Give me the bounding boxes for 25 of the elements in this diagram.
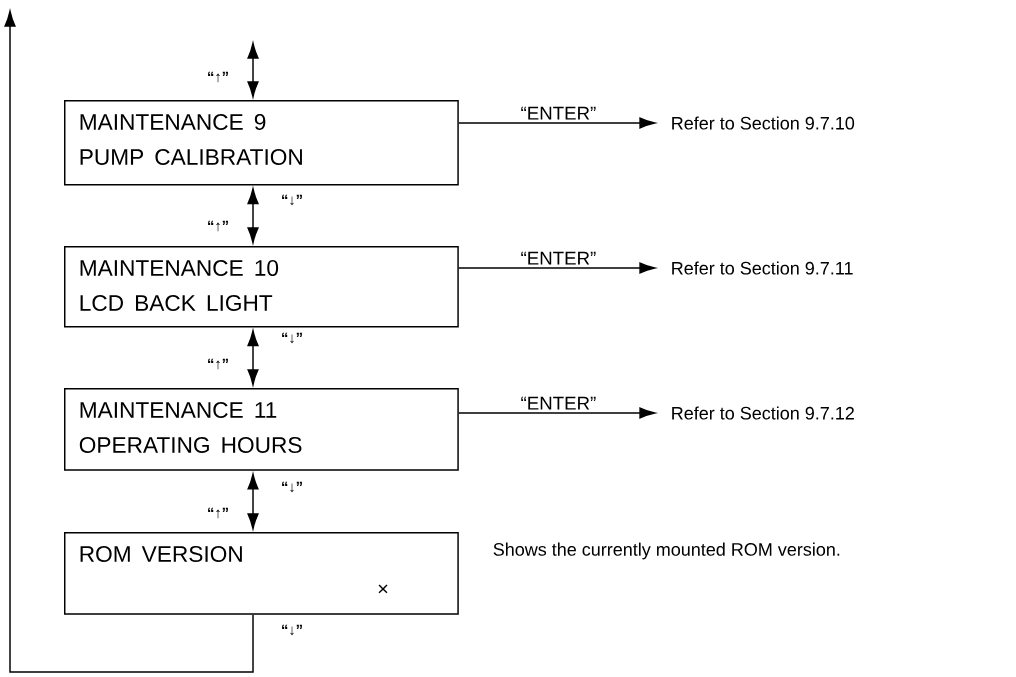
lcd-display-box: MAINTENANCE 11 OPERATING HOURS bbox=[64, 388, 459, 471]
arrow bbox=[458, 117, 656, 129]
edge-label: “ENTER” bbox=[519, 395, 598, 411]
description-text: Shows the currently mounted ROM version. bbox=[493, 542, 840, 560]
reference-text: Refer to Section 9.7.12 bbox=[672, 406, 854, 420]
arrow bbox=[458, 407, 656, 419]
reference-text: Refer to Section 9.7.10 bbox=[672, 116, 855, 130]
key-label: “↑” bbox=[208, 358, 228, 370]
key-label: “↑” bbox=[208, 220, 228, 232]
lcd-display-box: MAINTENANCE 10 LCD BACK LIGHT bbox=[64, 246, 459, 328]
arrow bbox=[247, 42, 259, 98]
arrow bbox=[247, 473, 259, 530]
key-label: “↓” bbox=[282, 194, 302, 206]
lcd-display-box: ROM VERSION × bbox=[64, 532, 459, 615]
edge-label: “ENTER” bbox=[519, 250, 598, 266]
arrow bbox=[247, 188, 259, 244]
edge-label: “ENTER” bbox=[519, 105, 598, 121]
arrow bbox=[458, 262, 656, 274]
arrow bbox=[247, 330, 259, 386]
arrow bbox=[4, 10, 254, 673]
lcd-display-box: MAINTENANCE 9 PUMP CALIBRATION bbox=[64, 100, 459, 186]
key-label: “↑” bbox=[208, 71, 228, 83]
reference-text: Refer to Section 9.7.11 bbox=[672, 261, 853, 275]
key-label: “↓” bbox=[282, 481, 302, 493]
key-label: “↑” bbox=[208, 507, 228, 519]
